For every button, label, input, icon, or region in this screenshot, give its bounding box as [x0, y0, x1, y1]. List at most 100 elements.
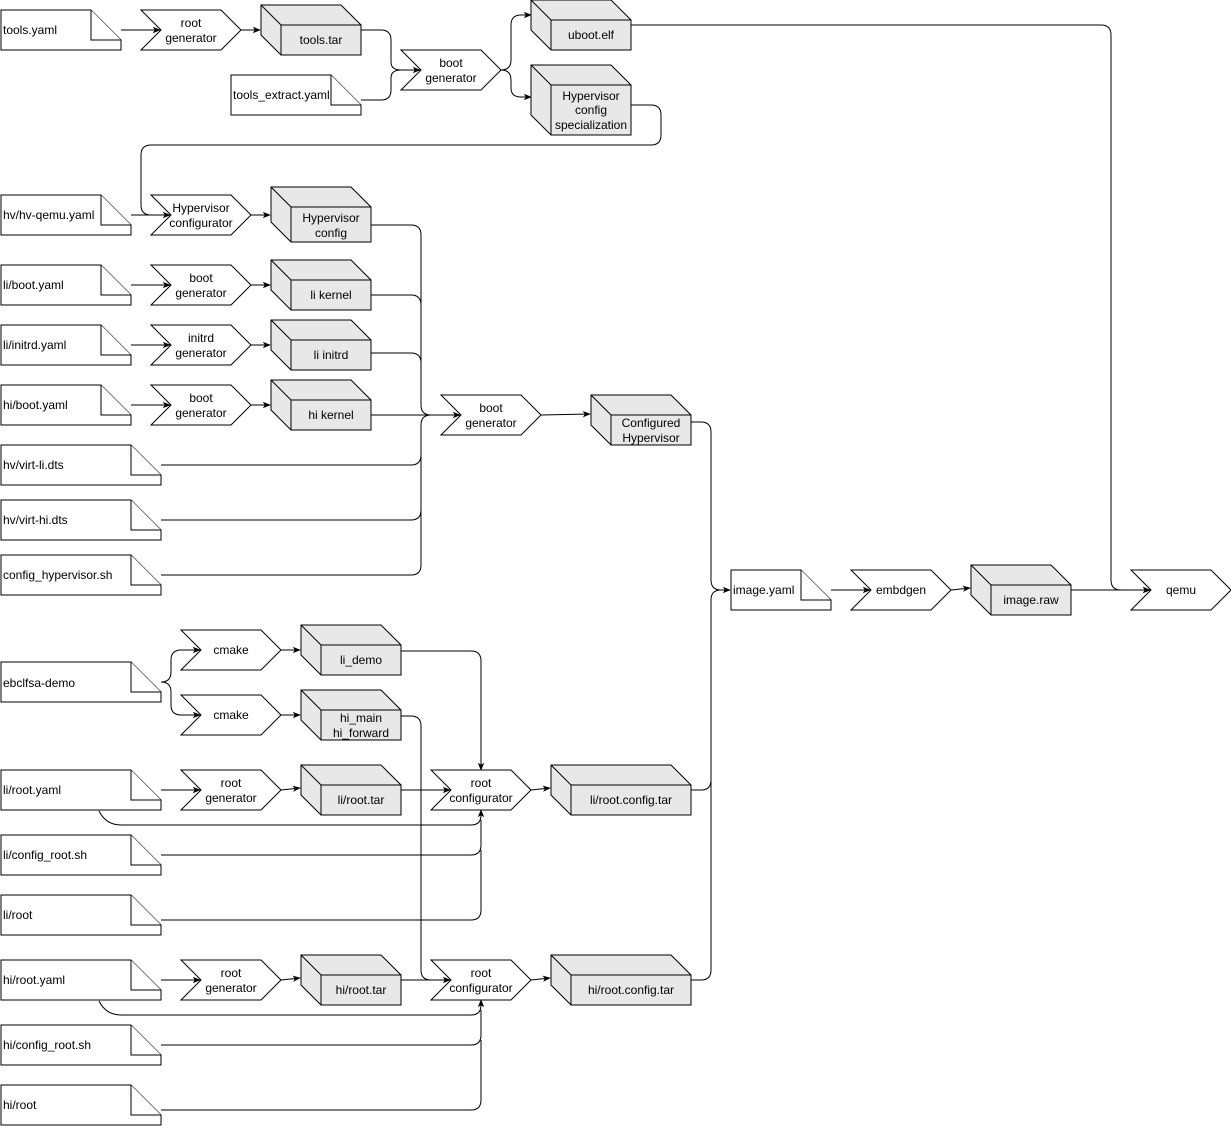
process-label-line: configurator: [449, 981, 512, 995]
edge-boot-gen-to-uboot: [500, 11, 532, 71]
edge-hv-spec-to-hv-configurator: [140, 104, 662, 219]
process-label-line: boot: [439, 56, 463, 70]
artifact-hi-main-hi-forward: hi_main hi_forward: [300, 689, 402, 741]
file-node-hi-config-root-sh: hi/config_root.sh: [0, 1024, 162, 1066]
file-node-hi-boot-yaml: hi/boot.yaml: [0, 384, 132, 426]
edge-hv-config-to-center-boot-gen: [371, 224, 432, 416]
process-root-generator-li: root generator: [179, 769, 282, 811]
file-label: li/boot.yaml: [3, 278, 64, 292]
edge-center-boot-gen-to-configured-hv: [540, 410, 591, 418]
file-label: li/config_root.sh: [3, 848, 87, 862]
artifact-label-line: li kernel: [310, 288, 351, 302]
file-label: image.yaml: [733, 583, 794, 597]
process-boot-generator-hi: boot generator: [149, 384, 252, 426]
artifact-configured-hypervisor: Configured Hypervisor: [590, 394, 692, 446]
edge-li-config-root-to-configurator: [161, 820, 482, 856]
artifact-label-line: Configured: [622, 416, 681, 430]
process-label-line: generator: [175, 346, 226, 360]
edge-root-gen-to-li-root-tar: [280, 785, 301, 792]
process-label-line: generator: [175, 406, 226, 420]
file-label: li/root: [3, 908, 33, 922]
process-label-line: generator: [175, 286, 226, 300]
edge-li-initrd-to-center-boot-gen: [371, 352, 422, 364]
edge-li-root-yaml-to-configurator: [98, 809, 485, 826]
file-node-hv-virt-li-dts: hv/virt-li.dts: [0, 444, 162, 486]
process-label-line: configurator: [169, 216, 232, 230]
process-label-line: cmake: [213, 643, 249, 657]
process-label-line: generator: [205, 981, 256, 995]
process-label-line: boot: [479, 401, 503, 415]
artifact-li-root-config-tar: li/root.config.tar: [550, 764, 692, 816]
edge-configurator-to-hi-root-config: [530, 975, 551, 982]
process-label-line: boot: [189, 271, 213, 285]
file-node-tools-extract-yaml: tools_extract.yaml: [230, 74, 362, 116]
file-label: tools.yaml: [3, 23, 57, 37]
file-label: config_hypervisor.sh: [3, 568, 112, 582]
process-boot-generator-li: boot generator: [149, 264, 252, 306]
artifact-hv-config-specialization: Hypervisor config specialization: [530, 64, 632, 136]
edges: [98, 11, 1151, 1111]
file-node-li-initrd-yaml: li/initrd.yaml: [0, 324, 132, 366]
edge-configured-hv-to-image-yaml: [691, 421, 731, 594]
process-cmake-li: cmake: [179, 629, 282, 671]
artifact-li-initrd: li initrd: [270, 319, 372, 371]
artifact-hypervisor-config: Hypervisor config: [270, 186, 372, 243]
process-embdgen: embdgen: [849, 569, 952, 611]
edge-config-hv-to-center-boot-gen: [161, 510, 422, 576]
artifact-label-line: Hypervisor: [562, 89, 619, 103]
artifact-label-line: hi/root.config.tar: [588, 983, 674, 997]
artifact-hi-kernel: hi kernel: [270, 379, 372, 431]
process-label-line: embdgen: [876, 583, 926, 597]
process-initrd-generator: initrd generator: [149, 324, 252, 366]
file-nodes: tools.yaml tools_extract.yaml hv/hv-qemu…: [0, 9, 832, 1126]
edge-hi-config-root-to-configurator: [161, 1010, 482, 1046]
file-node-li-boot-yaml: li/boot.yaml: [0, 264, 132, 306]
artifact-label-line: specialization: [555, 118, 627, 132]
artifact-nodes: tools.tar uboot.elf Hypervisor config sp…: [260, 0, 1072, 1006]
artifact-label-line: config: [315, 226, 347, 240]
file-node-hv-qemu-yaml: hv/hv-qemu.yaml: [0, 194, 132, 236]
file-node-image-yaml: image.yaml: [730, 569, 832, 611]
artifact-label-line: hi/root.tar: [336, 983, 387, 997]
artifact-hi-root-tar: hi/root.tar: [300, 954, 402, 1006]
file-node-hi-root-yaml: hi/root.yaml: [0, 959, 162, 1001]
process-label-line: generator: [165, 31, 216, 45]
edge-boot-gen-to-hv-spec: [500, 69, 532, 101]
edge-ebclfsa-to-cmake-li: [160, 646, 201, 683]
process-label-line: cmake: [213, 708, 249, 722]
edge-embdgen-to-image-raw: [950, 585, 971, 592]
process-root-configurator-hi: root configurator: [429, 959, 532, 1001]
artifact-label-line: config: [575, 103, 607, 117]
file-label: hv/virt-hi.dts: [3, 513, 68, 527]
artifact-label-line: li initrd: [314, 348, 349, 362]
process-label-line: generator: [425, 71, 476, 85]
edge-uboot-to-qemu: [631, 24, 1151, 594]
artifact-label-line: hi_main: [340, 711, 382, 725]
process-root-generator-tools: root generator: [139, 9, 242, 51]
artifact-label-line: li/root.config.tar: [590, 793, 672, 807]
edge-hi-main-to-hi-root-configurator: [401, 715, 451, 984]
process-boot-generator-top: boot generator: [399, 49, 502, 91]
artifact-tools-tar: tools.tar: [260, 4, 362, 56]
file-label: li/initrd.yaml: [3, 338, 66, 352]
edge-hi-root-to-configurator: [161, 1040, 482, 1111]
process-label-line: generator: [205, 791, 256, 805]
artifact-label-line: Hypervisor: [622, 431, 679, 445]
file-node-hv-virt-hi-dts: hv/virt-hi.dts: [0, 499, 162, 541]
file-label: hv/hv-qemu.yaml: [3, 208, 94, 222]
process-hypervisor-configurator: Hypervisor configurator: [149, 194, 252, 236]
artifact-uboot-elf: uboot.elf: [530, 0, 632, 51]
file-node-li-root: li/root: [0, 894, 162, 936]
process-boot-generator-center: boot generator: [439, 394, 542, 436]
artifact-label-line: tools.tar: [300, 33, 343, 47]
edge-li-kernel-to-center-boot-gen: [371, 294, 422, 306]
artifact-label-line: hi_forward: [333, 726, 389, 740]
artifact-label-line: image.raw: [1003, 593, 1059, 607]
edge-tools-tar-to-boot-gen: [361, 29, 421, 74]
artifact-label-line: uboot.elf: [568, 28, 615, 42]
process-root-generator-hi: root generator: [179, 959, 282, 1001]
process-label-line: root: [471, 776, 492, 790]
artifact-li-kernel: li kernel: [270, 259, 372, 311]
process-label-line: qemu: [1166, 583, 1196, 597]
